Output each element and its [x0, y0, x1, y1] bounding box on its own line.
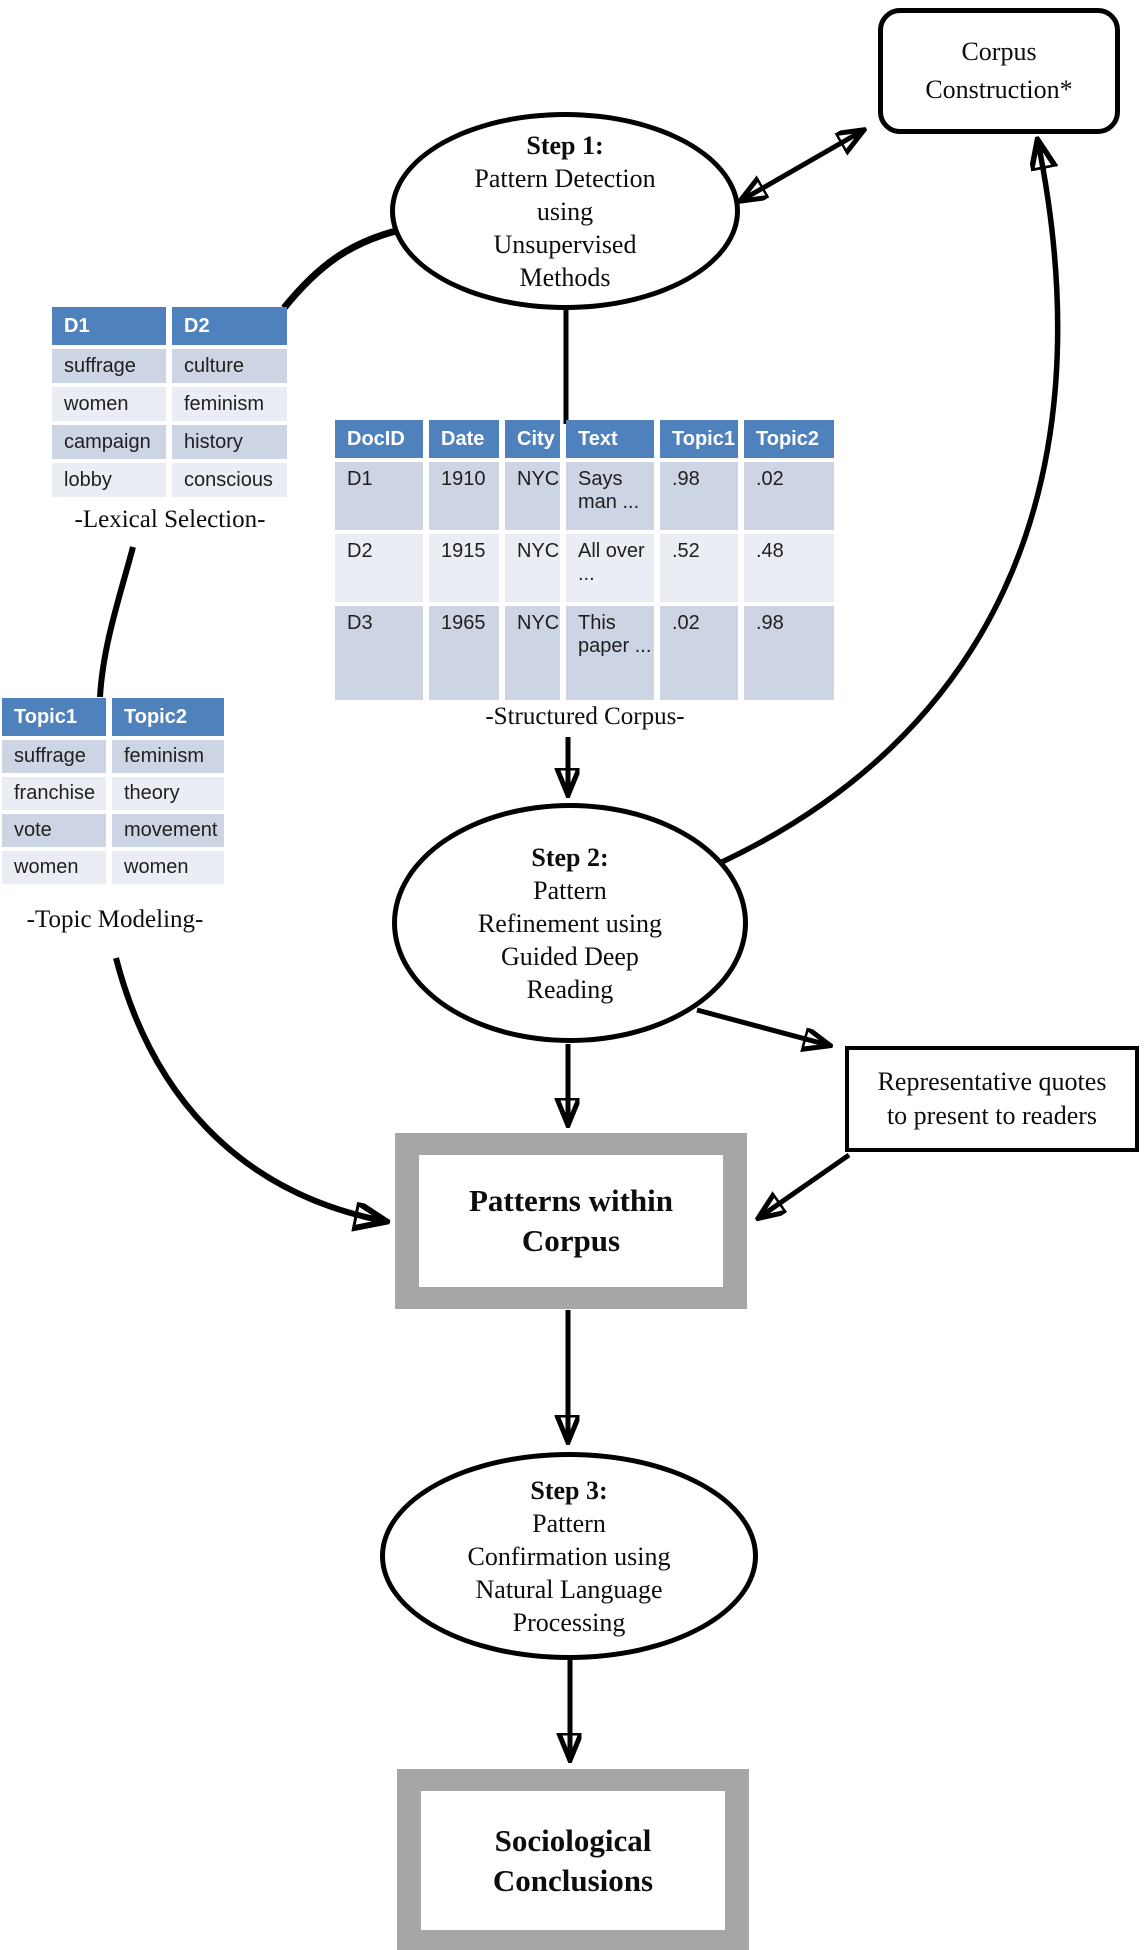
table-cell: suffrage [52, 349, 166, 383]
table-cell: feminism [112, 740, 224, 773]
table-header-row: DocID Date City Text Topic1 Topic2 [335, 420, 834, 458]
table-cell: 1965 [429, 606, 499, 700]
structured-corpus-caption: -Structured Corpus- [485, 703, 685, 730]
table-cell: .02 [744, 462, 834, 530]
step3-node: Step 3: Pattern Confirmation using Natur… [380, 1452, 758, 1660]
step3-body: Pattern Confirmation using Natural Langu… [467, 1508, 671, 1637]
step1-node: Step 1: Pattern Detection using Unsuperv… [390, 112, 740, 310]
column-header: DocID [335, 420, 423, 458]
table-cell: lobby [52, 463, 166, 497]
lexical-selection-caption: -Lexical Selection- [74, 506, 266, 533]
table-cell: 1910 [429, 462, 499, 530]
column-header: Topic2 [112, 698, 224, 736]
table-cell: .48 [744, 534, 834, 602]
table-cell: D2 [335, 534, 423, 602]
topic-modeling-caption: -Topic Modeling- [26, 906, 204, 933]
table-cell: women [2, 851, 106, 884]
table-row: D2 1915 NYC All over ... .52 .48 [335, 534, 834, 602]
table-cell: women [112, 851, 224, 884]
table-row: D1 1910 NYC Says man ... .98 .02 [335, 462, 834, 530]
sociological-conclusions-node: Sociological Conclusions [397, 1769, 749, 1950]
table-cell: .98 [744, 606, 834, 700]
table-cell: women [52, 387, 166, 421]
table-cell: NYC [505, 606, 560, 700]
representative-quotes-label: Representative quotes to present to read… [877, 1067, 1107, 1130]
column-header: Topic1 [2, 698, 106, 736]
curve-step2-corpus-construction [720, 142, 1061, 865]
table-cell: history [172, 425, 287, 459]
table-header-row: Topic1 Topic2 [2, 698, 224, 736]
table-cell: D3 [335, 606, 423, 700]
table-cell: vote [2, 814, 106, 847]
lexical-selection-table: D1 D2 suffrage culture women feminism ca… [46, 303, 293, 501]
table-cell: theory [112, 777, 224, 810]
column-header: D1 [52, 307, 166, 345]
table-header-row: D1 D2 [52, 307, 287, 345]
table-cell: .52 [660, 534, 738, 602]
table-cell: suffrage [2, 740, 106, 773]
table-cell: Says man ... [566, 462, 654, 530]
column-header: Date [429, 420, 499, 458]
step3-heading: Step 3: [530, 1475, 608, 1505]
curve-topic-modeling-patterns [113, 957, 384, 1221]
corpus-construction-label: Corpus Construction* [925, 37, 1073, 104]
patterns-within-corpus-node: Patterns within Corpus [395, 1133, 747, 1309]
table-cell: franchise [2, 777, 106, 810]
table-cell: D1 [335, 462, 423, 530]
corpus-construction-node: Corpus Construction* [878, 8, 1120, 134]
table-cell: campaign [52, 425, 166, 459]
table-cell: .98 [660, 462, 738, 530]
table-cell: NYC [505, 462, 560, 530]
step2-heading: Step 2: [531, 842, 609, 872]
representative-quotes-node: Representative quotes to present to read… [845, 1046, 1139, 1152]
table-row: campaign history [52, 425, 287, 459]
table-row: lobby conscious [52, 463, 287, 497]
step1-body: Pattern Detection using Unsupervised Met… [474, 163, 656, 292]
curve-lexical-topic-table [97, 546, 136, 698]
table-cell: All over ... [566, 534, 654, 602]
step1-heading: Step 1: [526, 130, 604, 160]
table-cell: NYC [505, 534, 560, 602]
column-header: Topic2 [744, 420, 834, 458]
structured-corpus-table: DocID Date City Text Topic1 Topic2 D1 19… [329, 416, 840, 704]
table-cell: culture [172, 349, 287, 383]
table-row: vote movement [2, 814, 224, 847]
column-header: Topic1 [660, 420, 738, 458]
column-header: D2 [172, 307, 287, 345]
sociological-conclusions-label: Sociological Conclusions [421, 1791, 725, 1930]
table-row: women women [2, 851, 224, 884]
arrow-step1-corpus-construction [742, 131, 862, 200]
curve-step1-lexical-table [281, 226, 401, 311]
table-cell: movement [112, 814, 224, 847]
table-row: suffrage culture [52, 349, 287, 383]
table-cell: This paper ... [566, 606, 654, 700]
step2-body: Pattern Refinement using Guided Deep Rea… [477, 875, 663, 1004]
column-header: Text [566, 420, 654, 458]
topic-modeling-table: Topic1 Topic2 suffrage feminism franchis… [0, 694, 230, 888]
step2-node: Step 2: Pattern Refinement using Guided … [392, 803, 748, 1043]
table-cell: 1915 [429, 534, 499, 602]
table-cell: conscious [172, 463, 287, 497]
arrow-step2-representative-quotes [696, 1007, 828, 1045]
table-row: suffrage feminism [2, 740, 224, 773]
arrow-representative-quotes-patterns [760, 1152, 851, 1217]
table-row: D3 1965 NYC This paper ... .02 .98 [335, 606, 834, 700]
table-row: women feminism [52, 387, 287, 421]
column-header: City [505, 420, 560, 458]
patterns-within-corpus-label: Patterns within Corpus [419, 1155, 723, 1287]
table-cell: feminism [172, 387, 287, 421]
table-cell: .02 [660, 606, 738, 700]
table-row: franchise theory [2, 777, 224, 810]
